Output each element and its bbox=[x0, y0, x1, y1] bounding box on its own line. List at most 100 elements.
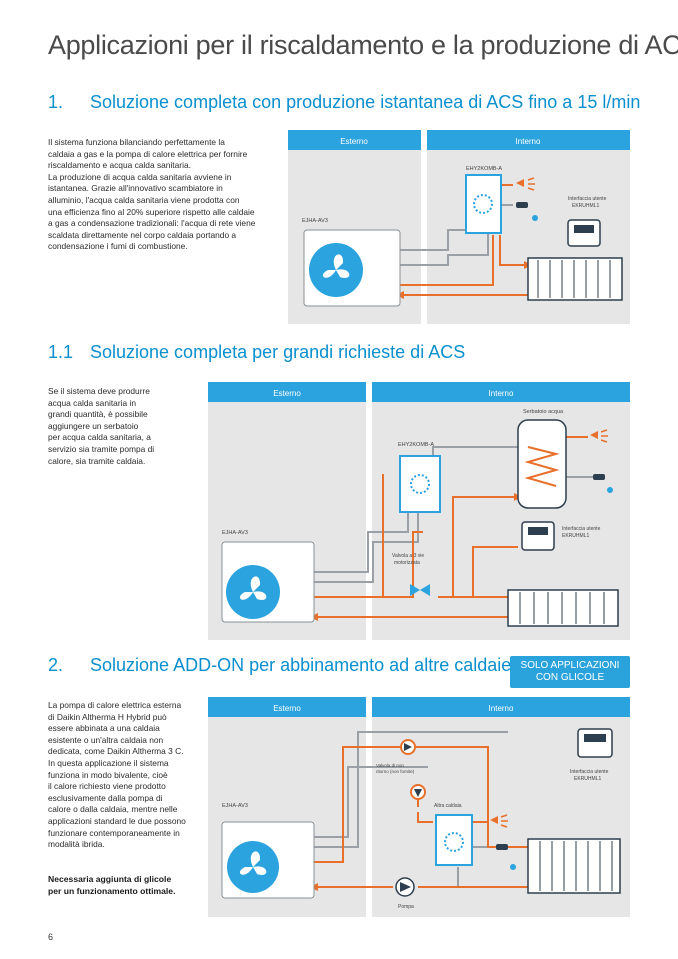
diagram-2: Esterno Interno EJHA-AV3 EHY2KOMB-A Serb… bbox=[208, 382, 630, 640]
text-line: esclusivamente dalla pompa di bbox=[48, 792, 163, 803]
interface-model: EKRUHML1 bbox=[562, 533, 589, 539]
boiler-flame-icon bbox=[473, 194, 493, 214]
valve-label: Valvola a 3 vie bbox=[392, 553, 424, 559]
section-2-number: 2. bbox=[48, 655, 64, 675]
boiler-unit bbox=[399, 455, 441, 513]
valve-label-2: motorizzata bbox=[394, 560, 420, 566]
check-valve-label: Valvola di non bbox=[376, 763, 404, 768]
grey-pipe-b bbox=[313, 731, 508, 848]
boiler-unit bbox=[465, 174, 502, 234]
text-line: calore, sia tramite caldaia. bbox=[48, 455, 146, 466]
text-line: esistente o un'altra caldaia non bbox=[48, 734, 164, 745]
user-interface-device bbox=[577, 728, 613, 758]
text-line: Il sistema funziona bilanciando perfetta… bbox=[48, 137, 225, 147]
hot-pipe-a bbox=[313, 746, 388, 863]
hot-return bbox=[400, 235, 494, 286]
hot-pipe-a bbox=[313, 531, 423, 598]
interface-label: Interfaccia utente bbox=[562, 526, 601, 532]
indoor-header bbox=[372, 697, 630, 717]
text-line: La produzione di acqua calda sanitaria a… bbox=[48, 171, 232, 182]
outdoor-header bbox=[208, 382, 366, 402]
text-line: per acqua calda sanitaria, a bbox=[48, 432, 151, 443]
text-line: di Daikin Altherma H Hybrid può bbox=[48, 711, 167, 722]
gas-pipe bbox=[313, 507, 409, 573]
text-line: aggiungere un serbatoio bbox=[48, 420, 139, 431]
text-line: calore o dalla caldaia, mentre nelle bbox=[48, 804, 178, 815]
hot-supply bbox=[499, 235, 528, 266]
boiler-flame-icon bbox=[444, 832, 464, 852]
indoor-label: Interno bbox=[489, 704, 514, 713]
interface-model: EKRUHML1 bbox=[574, 776, 601, 782]
glycol-only-badge: SOLO APPLICAZIONI CON GLICOLE bbox=[510, 656, 630, 688]
water-drop-icon bbox=[510, 864, 516, 870]
shower-icon bbox=[490, 816, 498, 824]
radiator-icon bbox=[527, 257, 623, 301]
outdoor-label: Esterno bbox=[273, 389, 301, 398]
section-1-number: 1. bbox=[48, 92, 64, 112]
shower-icon bbox=[590, 431, 598, 439]
text-line: applicazioni standard le due possono bbox=[48, 815, 186, 826]
boiler-unit bbox=[435, 814, 473, 866]
tap-icon bbox=[496, 844, 508, 850]
indoor-label: Interno bbox=[516, 137, 541, 146]
text-line: funziona in modo bivalente, cioè bbox=[48, 769, 168, 780]
interface-model: EKRUHML1 bbox=[572, 203, 599, 209]
text-line: grandi quantità, è possibile bbox=[48, 409, 148, 420]
section-2-text: La pompa di calore elettrica esterna di … bbox=[48, 700, 208, 851]
tank-coil bbox=[524, 446, 560, 487]
radiator-icon bbox=[527, 838, 621, 894]
text-line: modalità ibrida. bbox=[48, 839, 105, 850]
shower-icon bbox=[516, 179, 524, 187]
page-number: 6 bbox=[48, 932, 54, 942]
text-line: acqua calda sanitaria in bbox=[48, 397, 136, 408]
boiler-flame-icon bbox=[410, 474, 430, 494]
text-line: funzionare contemporaneamente in bbox=[48, 827, 180, 838]
outdoor-unit-label: EJHA-AV3 bbox=[222, 530, 248, 536]
section-1-1-number: 1.1 bbox=[48, 342, 74, 362]
diagram-1: Esterno Interno EJHA-AV3 EHY2KOMB-A Inte… bbox=[288, 130, 630, 324]
water-pipe bbox=[400, 230, 489, 266]
tank-return-pipe bbox=[472, 546, 518, 597]
indoor-header bbox=[427, 130, 630, 150]
badge-line: CON GLICOLE bbox=[535, 672, 605, 683]
interface-label: Interfaccia utente bbox=[570, 769, 609, 775]
outdoor-header bbox=[208, 697, 366, 717]
pump-label: Pompa bbox=[398, 904, 414, 910]
text-line: dedicata, come Daikin Altherma 3 C. bbox=[48, 746, 184, 757]
section-2-title: Soluzione ADD-ON per abbinamento ad altr… bbox=[90, 655, 512, 675]
water-pipe bbox=[313, 507, 419, 583]
text-line: a gas a condensazione tradizionali: l'ac… bbox=[48, 218, 256, 229]
section-1-title: Soluzione completa con produzione istant… bbox=[90, 92, 641, 112]
boiler-label: EHY2KOMB-A bbox=[466, 166, 502, 172]
text-line: una efficienza fino al 20% superiore ris… bbox=[48, 206, 255, 217]
radiator-icon bbox=[507, 589, 619, 627]
water-drop-icon bbox=[607, 487, 613, 493]
section-1-1-title: Soluzione completa per grandi richieste … bbox=[90, 342, 466, 362]
section-1-text: Il sistema funziona bilanciando perfetta… bbox=[48, 137, 288, 253]
indoor-header bbox=[372, 382, 630, 402]
glycol-note: Necessaria aggiunta di glicole per un fu… bbox=[48, 874, 208, 897]
text-line: essere abbinata a una caldaia bbox=[48, 723, 160, 734]
tank-label: Serbatoio acqua bbox=[523, 409, 564, 415]
text-line: Se il sistema deve produrre bbox=[48, 386, 150, 396]
text-line: caldaia a gas e la pompa di calore elett… bbox=[48, 148, 248, 159]
outdoor-header bbox=[288, 130, 421, 150]
outdoor-label: Esterno bbox=[340, 137, 368, 146]
water-drop-icon bbox=[532, 215, 538, 221]
text-line: servizio sia tramite pompa di bbox=[48, 443, 155, 454]
outdoor-unit-label: EJHA-AV3 bbox=[222, 803, 248, 809]
outdoor-label: Esterno bbox=[273, 704, 301, 713]
boiler-label: EHY2KOMB-A bbox=[398, 442, 434, 448]
text-line: il calore richiesto viene prodotto bbox=[48, 781, 166, 792]
note-line: per un funzionamento ottimale. bbox=[48, 885, 176, 896]
three-way-valve-icon bbox=[410, 584, 430, 596]
note-line: Necessaria aggiunta di glicole bbox=[48, 874, 172, 884]
text-line: riscaldamento e acqua calda sanitaria. bbox=[48, 160, 191, 171]
text-line: La pompa di calore elettrica esterna bbox=[48, 700, 182, 710]
indoor-label: Interno bbox=[489, 389, 514, 398]
text-line: alluminio, l'acqua calda sanitaria viene… bbox=[48, 194, 240, 205]
text-line: scaldata direttamente nel corpo caldaia … bbox=[48, 229, 237, 240]
section-1-1-text: Se il sistema deve produrre acqua calda … bbox=[48, 386, 208, 467]
badge-line: SOLO APPLICAZIONI bbox=[520, 660, 620, 671]
check-valve-label-2: ritorno (non fornite) bbox=[376, 769, 415, 774]
